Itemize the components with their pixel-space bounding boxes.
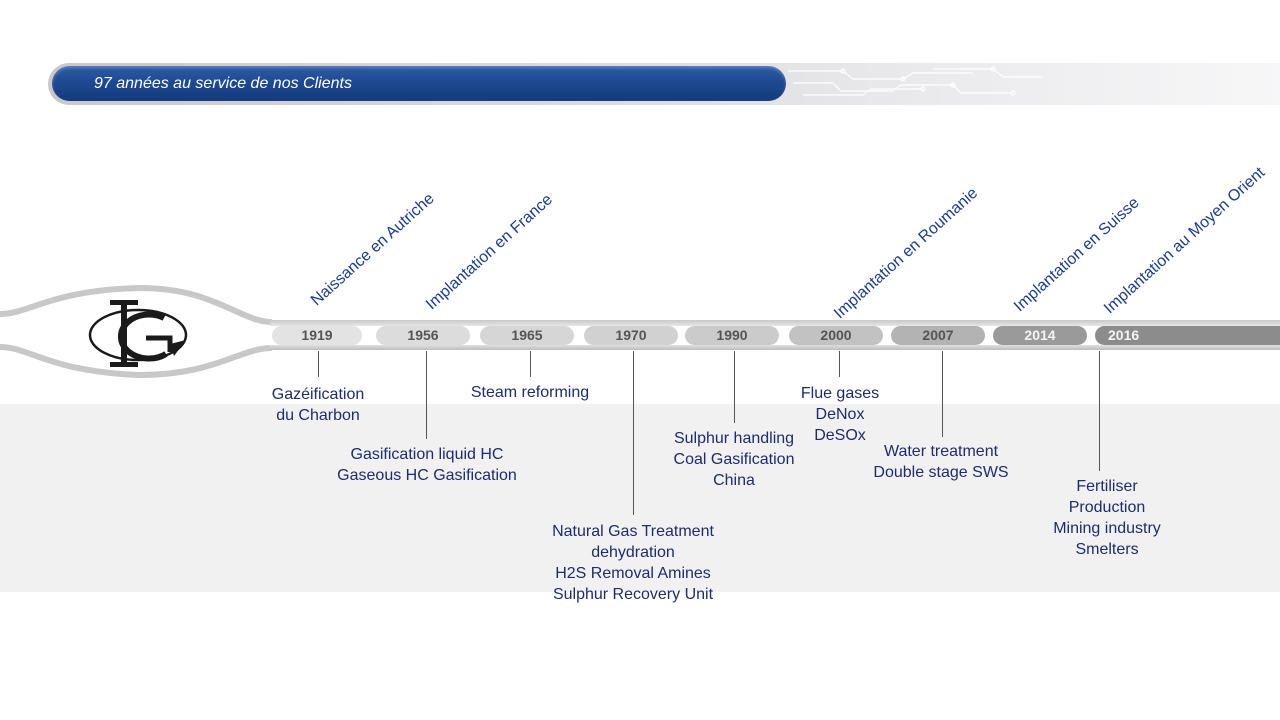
event-2007-line: Double stage SWS [873,464,1009,481]
connector-2016 [1099,351,1100,471]
timeline-rail-bottom [270,345,1280,350]
event-1956-line: Gaseous HC Gasification [337,467,517,484]
event-2016-line: Mining industry [1053,520,1161,537]
event-1970-line: Natural Gas Treatment [552,523,714,540]
header-pill: 97 années au service de nos Clients [52,66,786,101]
event-2016: Fertiliser Production Mining industry Sm… [1027,476,1187,560]
connector-2007 [942,351,943,437]
event-2007-line: Water treatment [883,443,999,460]
event-2000-line: DeNox [815,406,865,423]
event-1956: Gasification liquid HC Gaseous HC Gasifi… [312,444,542,486]
connector-1956 [426,351,427,439]
background-band [0,404,1280,592]
event-2007: Water treatment Double stage SWS [846,441,1036,483]
connector-1970 [633,351,634,515]
event-1990-line: China [713,472,755,489]
connector-1965 [530,351,531,377]
year-1919: 1919 [272,326,362,345]
header-bar: 97 années au service de nos Clients [48,63,1280,105]
event-1919-line: Gazéification [271,386,365,403]
year-1956: 1956 [376,326,470,345]
event-1965-line: Steam reforming [470,384,590,401]
event-1919: Gazéification du Charbon [238,384,398,426]
year-1970: 1970 [584,326,678,345]
event-1990-line: Sulphur handling [673,430,795,447]
circuit-pattern-icon [788,66,1043,96]
connector-1919 [318,351,319,377]
timeline-rail-top [270,320,1280,326]
year-2000: 2000 [789,326,883,345]
year-2016-label: 2016 [1108,327,1140,343]
year-1965: 1965 [480,326,574,345]
event-2000-line: DeSOx [814,427,866,444]
event-1919-line: du Charbon [276,407,360,424]
year-1990: 1990 [685,326,779,345]
event-2016-line: Fertiliser [1076,478,1138,495]
year-2014: 2014 [993,326,1087,345]
company-logo-icon [88,300,188,367]
event-1970: Natural Gas Treatment dehydration H2S Re… [523,521,743,605]
event-1990-line: Coal Gasification [673,451,795,468]
event-2000: Flue gases DeNox DeSOx [770,383,910,446]
event-1965: Steam reforming [450,382,610,403]
event-1970-line: Sulphur Recovery Unit [552,586,714,603]
event-2016-line: Production [1068,499,1146,516]
header-title: 97 années au service de nos Clients [94,75,352,92]
connector-2000 [839,351,840,377]
event-1956-line: Gasification liquid HC [350,446,504,463]
event-1970-line: dehydration [591,544,675,561]
event-1990: Sulphur handling Coal Gasification China [644,428,824,491]
year-2016: 2016 [1095,326,1280,345]
event-1970-line: H2S Removal Amines [555,565,711,582]
event-2016-line: Smelters [1075,541,1139,558]
year-2007: 2007 [891,326,985,345]
event-2000-line: Flue gases [800,385,880,402]
connector-1990 [734,351,735,423]
